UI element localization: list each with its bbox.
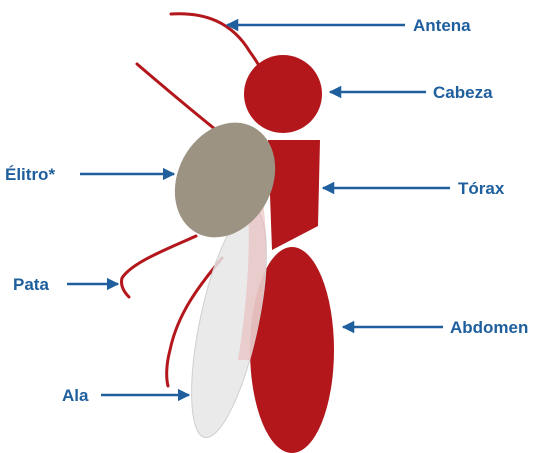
- label-torax: Tórax: [458, 179, 505, 198]
- antenna-left: [137, 64, 226, 138]
- insect-illustration: [121, 14, 334, 453]
- label-abdomen: Abdomen: [450, 318, 528, 337]
- leg-front: [121, 236, 196, 297]
- label-elitro: Élitro*: [5, 165, 55, 184]
- antenna-right: [171, 14, 262, 70]
- label-antena: Antena: [413, 16, 471, 35]
- label-cabeza: Cabeza: [433, 83, 493, 102]
- thorax-shape: [268, 140, 320, 250]
- label-pata: Pata: [13, 275, 49, 294]
- label-ala: Ala: [62, 386, 89, 405]
- head-shape: [244, 55, 322, 133]
